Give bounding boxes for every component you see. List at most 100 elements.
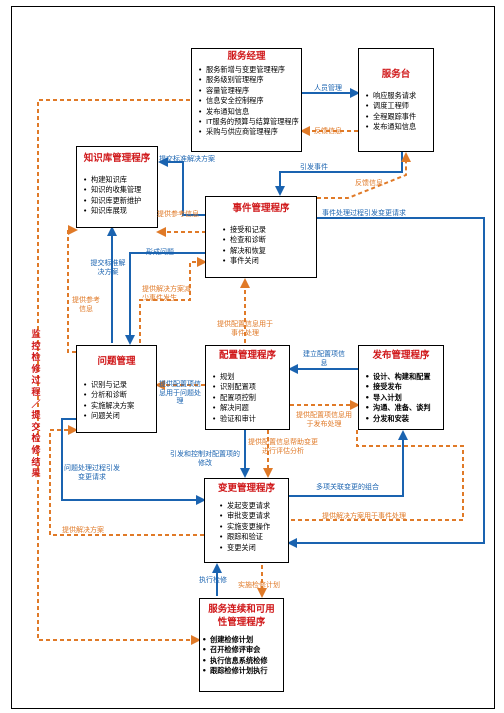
list-item: 验证和审计 xyxy=(212,414,285,425)
list-item: 事件关闭 xyxy=(222,256,312,267)
continuity-list: 创建检修计划 召开检修评审会 执行信息系统检修 跟踪检修计划执行 xyxy=(202,635,279,677)
service-desk-title: 服务台 xyxy=(381,69,411,80)
incident-list: 接受和记录 检查和诊断 解决和恢复 事件关闭 xyxy=(210,225,312,267)
label-incident-trigger: 引发事件 xyxy=(300,163,328,171)
label-solution-reduce: 提供解决方案减少事件发生 xyxy=(142,285,191,302)
label-config-change: 提供配置信息帮助变更进行评估分析 xyxy=(248,438,318,455)
arrow-multi-change-combo xyxy=(289,430,408,497)
label-incident-change-request: 事件处理过程引发变更请求 xyxy=(322,209,406,217)
list-item: 实施变更操作 xyxy=(219,522,284,533)
arrow-form-problem xyxy=(125,252,206,345)
label-standard-solution-left: 提交标准解决方案 xyxy=(90,259,126,276)
list-item: 接受发布 xyxy=(365,382,439,393)
list-item: 实施解决方案 xyxy=(83,401,152,412)
list-item: 知识库更新维护 xyxy=(83,196,153,207)
config-box: 配置管理程序 规划 识别配置项 配置项控制 解决问题 验证和审计 xyxy=(205,345,290,430)
list-item: 接受和记录 xyxy=(222,225,312,236)
list-item: IT服务的预算与结算管理程序 xyxy=(198,117,302,128)
knowledge-list: 构建知识库 知识的收集管理 知识库更新维护 知识库展现 xyxy=(81,175,153,217)
list-item: 沟通、准备、谈判 xyxy=(365,403,439,414)
list-item: 调度工程师 xyxy=(365,101,429,112)
incident-title: 事件管理程序 xyxy=(232,203,290,214)
list-item: 规划 xyxy=(212,372,285,383)
config-title: 配置管理程序 xyxy=(218,350,276,361)
release-list: 设计、构建和配置 接受发布 导入计划 沟通、准备、谈判 分发和安装 xyxy=(363,372,439,424)
list-item: 响应服务请求 xyxy=(365,91,429,102)
list-item: 识别与记录 xyxy=(83,380,152,391)
label-standard-solution-top: 提交标准解决方案 xyxy=(159,155,215,163)
label-config-release: 提供配置项信息用于发布处理 xyxy=(296,411,352,428)
list-item: 召开检修评审会 xyxy=(202,645,279,656)
label-reference-info-2: 提供参考信息 xyxy=(72,296,100,313)
diagram-frame xyxy=(11,6,495,709)
problem-title: 问题管理 xyxy=(97,356,136,367)
release-title: 发布管理程序 xyxy=(372,350,430,361)
arrow-provide-solution xyxy=(49,425,204,536)
label-multi-change-combo: 多项关联变更的组合 xyxy=(316,483,379,491)
list-item: 知识的收集管理 xyxy=(83,185,153,196)
knowledge-box: 知识库管理程序 构建知识库 知识的收集管理 知识库更新维护 知识库展现 xyxy=(76,146,158,228)
service-desk-list: 响应服务请求 调度工程师 全程跟踪事件 发布通知信息 xyxy=(363,91,429,133)
list-item: 导入计划 xyxy=(365,393,439,404)
list-item: 解决和恢复 xyxy=(222,246,312,257)
list-item: 审批变更请求 xyxy=(219,511,284,522)
arrow-solution-reduce xyxy=(139,257,207,343)
list-item: 服务新增与变更管理程序 xyxy=(198,65,297,76)
list-item: 采购与供应商管理程序 xyxy=(198,127,297,138)
label-reference-info-1: 提供参考信息 xyxy=(157,210,199,218)
list-item: 执行信息系统检修 xyxy=(202,656,279,667)
list-item: 构建知识库 xyxy=(83,175,153,186)
list-item: 变更关闭 xyxy=(219,543,284,554)
arrow-incident-trigger xyxy=(275,152,403,196)
config-list: 规划 识别配置项 配置项控制 解决问题 验证和审计 xyxy=(210,372,285,424)
service-manager-title: 服务经理 xyxy=(227,51,266,62)
list-item: 服务级别管理程序 xyxy=(198,75,297,86)
list-item: 发布通知信息 xyxy=(365,122,429,133)
list-item: 信息安全控制程序 xyxy=(198,96,297,107)
problem-list: 识别与记录 分析和诊断 实施解决方案 问题关闭 xyxy=(81,380,152,422)
arrow-incident-change-request xyxy=(287,217,485,548)
list-item: 检查和诊断 xyxy=(222,235,312,246)
arrow-standard-solution-top xyxy=(158,157,205,216)
service-manager-list: 服务新增与变更管理程序 服务级别管理程序 容量管理程序 信息安全控制程序 发布通… xyxy=(196,65,299,138)
arrow-reference-info-2 xyxy=(67,225,78,353)
label-solution-incident: 提供解决方案用于事件处理 xyxy=(322,512,406,520)
list-item: 设计、构建和配置 xyxy=(365,372,439,383)
list-item: 知识库展现 xyxy=(83,206,153,217)
label-config-problem: 提供配置项信息用于问题处理 xyxy=(159,380,201,405)
continuity-box: 服务连续和可用性管理程序 创建检修计划 召开检修评审会 执行信息系统检修 跟踪检… xyxy=(199,598,284,692)
incident-box: 事件管理程序 接受和记录 检查和诊断 解决和恢复 事件关闭 xyxy=(205,196,317,278)
continuity-title: 服务连续和可用性管理程序 xyxy=(208,604,275,628)
arrow-solution-incident xyxy=(289,430,464,521)
label-trigger-config-change: 引发和控制对配置项的修改 xyxy=(170,450,240,467)
label-provide-solution: 提供解决方案 xyxy=(62,526,104,534)
list-item: 问题关闭 xyxy=(83,411,152,422)
list-item: 配置项控制 xyxy=(212,393,285,404)
side-note-monitor-maintenance: 监控检修过程／提交检修结果 xyxy=(31,330,41,480)
change-title: 变更管理程序 xyxy=(217,483,275,494)
arrow-monitor-maintenance xyxy=(37,99,201,645)
label-build-config-info: 建立配置项信息 xyxy=(303,350,345,367)
knowledge-title: 知识库管理程序 xyxy=(83,153,151,164)
list-item: 创建检修计划 xyxy=(202,635,279,646)
label-form-problem: 形成问题 xyxy=(146,248,174,256)
list-item: 容量管理程序 xyxy=(198,86,297,97)
label-personnel-mgmt: 人员管理 xyxy=(314,84,342,92)
arrow-feedback-2 xyxy=(317,152,411,199)
service-desk-box: 服务台 响应服务请求 调度工程师 全程跟踪事件 发布通知信息 xyxy=(358,48,434,152)
change-list: 发起变更请求 审批变更请求 实施变更操作 跟踪和验证 变更关闭 xyxy=(209,501,284,553)
list-item: 识别配置项 xyxy=(212,382,285,393)
problem-box: 问题管理 识别与记录 分析和诊断 实施解决方案 问题关闭 xyxy=(76,345,157,433)
label-problem-change-request: 问题处理过程引发变更请求 xyxy=(64,464,120,481)
change-box: 变更管理程序 发起变更请求 审批变更请求 实施变更操作 跟踪和验证 变更关闭 xyxy=(204,478,289,563)
list-item: 跟踪和验证 xyxy=(219,532,284,543)
label-feedback-info-1: 反馈信息 xyxy=(314,127,342,135)
list-item: 全程跟踪事件 xyxy=(365,112,429,123)
list-item: 解决问题 xyxy=(212,403,285,414)
label-maintenance-plan: 实施检修计划 xyxy=(238,581,280,589)
label-feedback-info-2: 反馈信息 xyxy=(355,179,383,187)
service-manager-box: 服务经理 服务新增与变更管理程序 服务级别管理程序 容量管理程序 信息安全控制程… xyxy=(191,48,302,152)
list-item: 分析和诊断 xyxy=(83,390,152,401)
release-box: 发布管理程序 设计、构建和配置 接受发布 导入计划 沟通、准备、谈判 分发和安装 xyxy=(358,345,444,430)
